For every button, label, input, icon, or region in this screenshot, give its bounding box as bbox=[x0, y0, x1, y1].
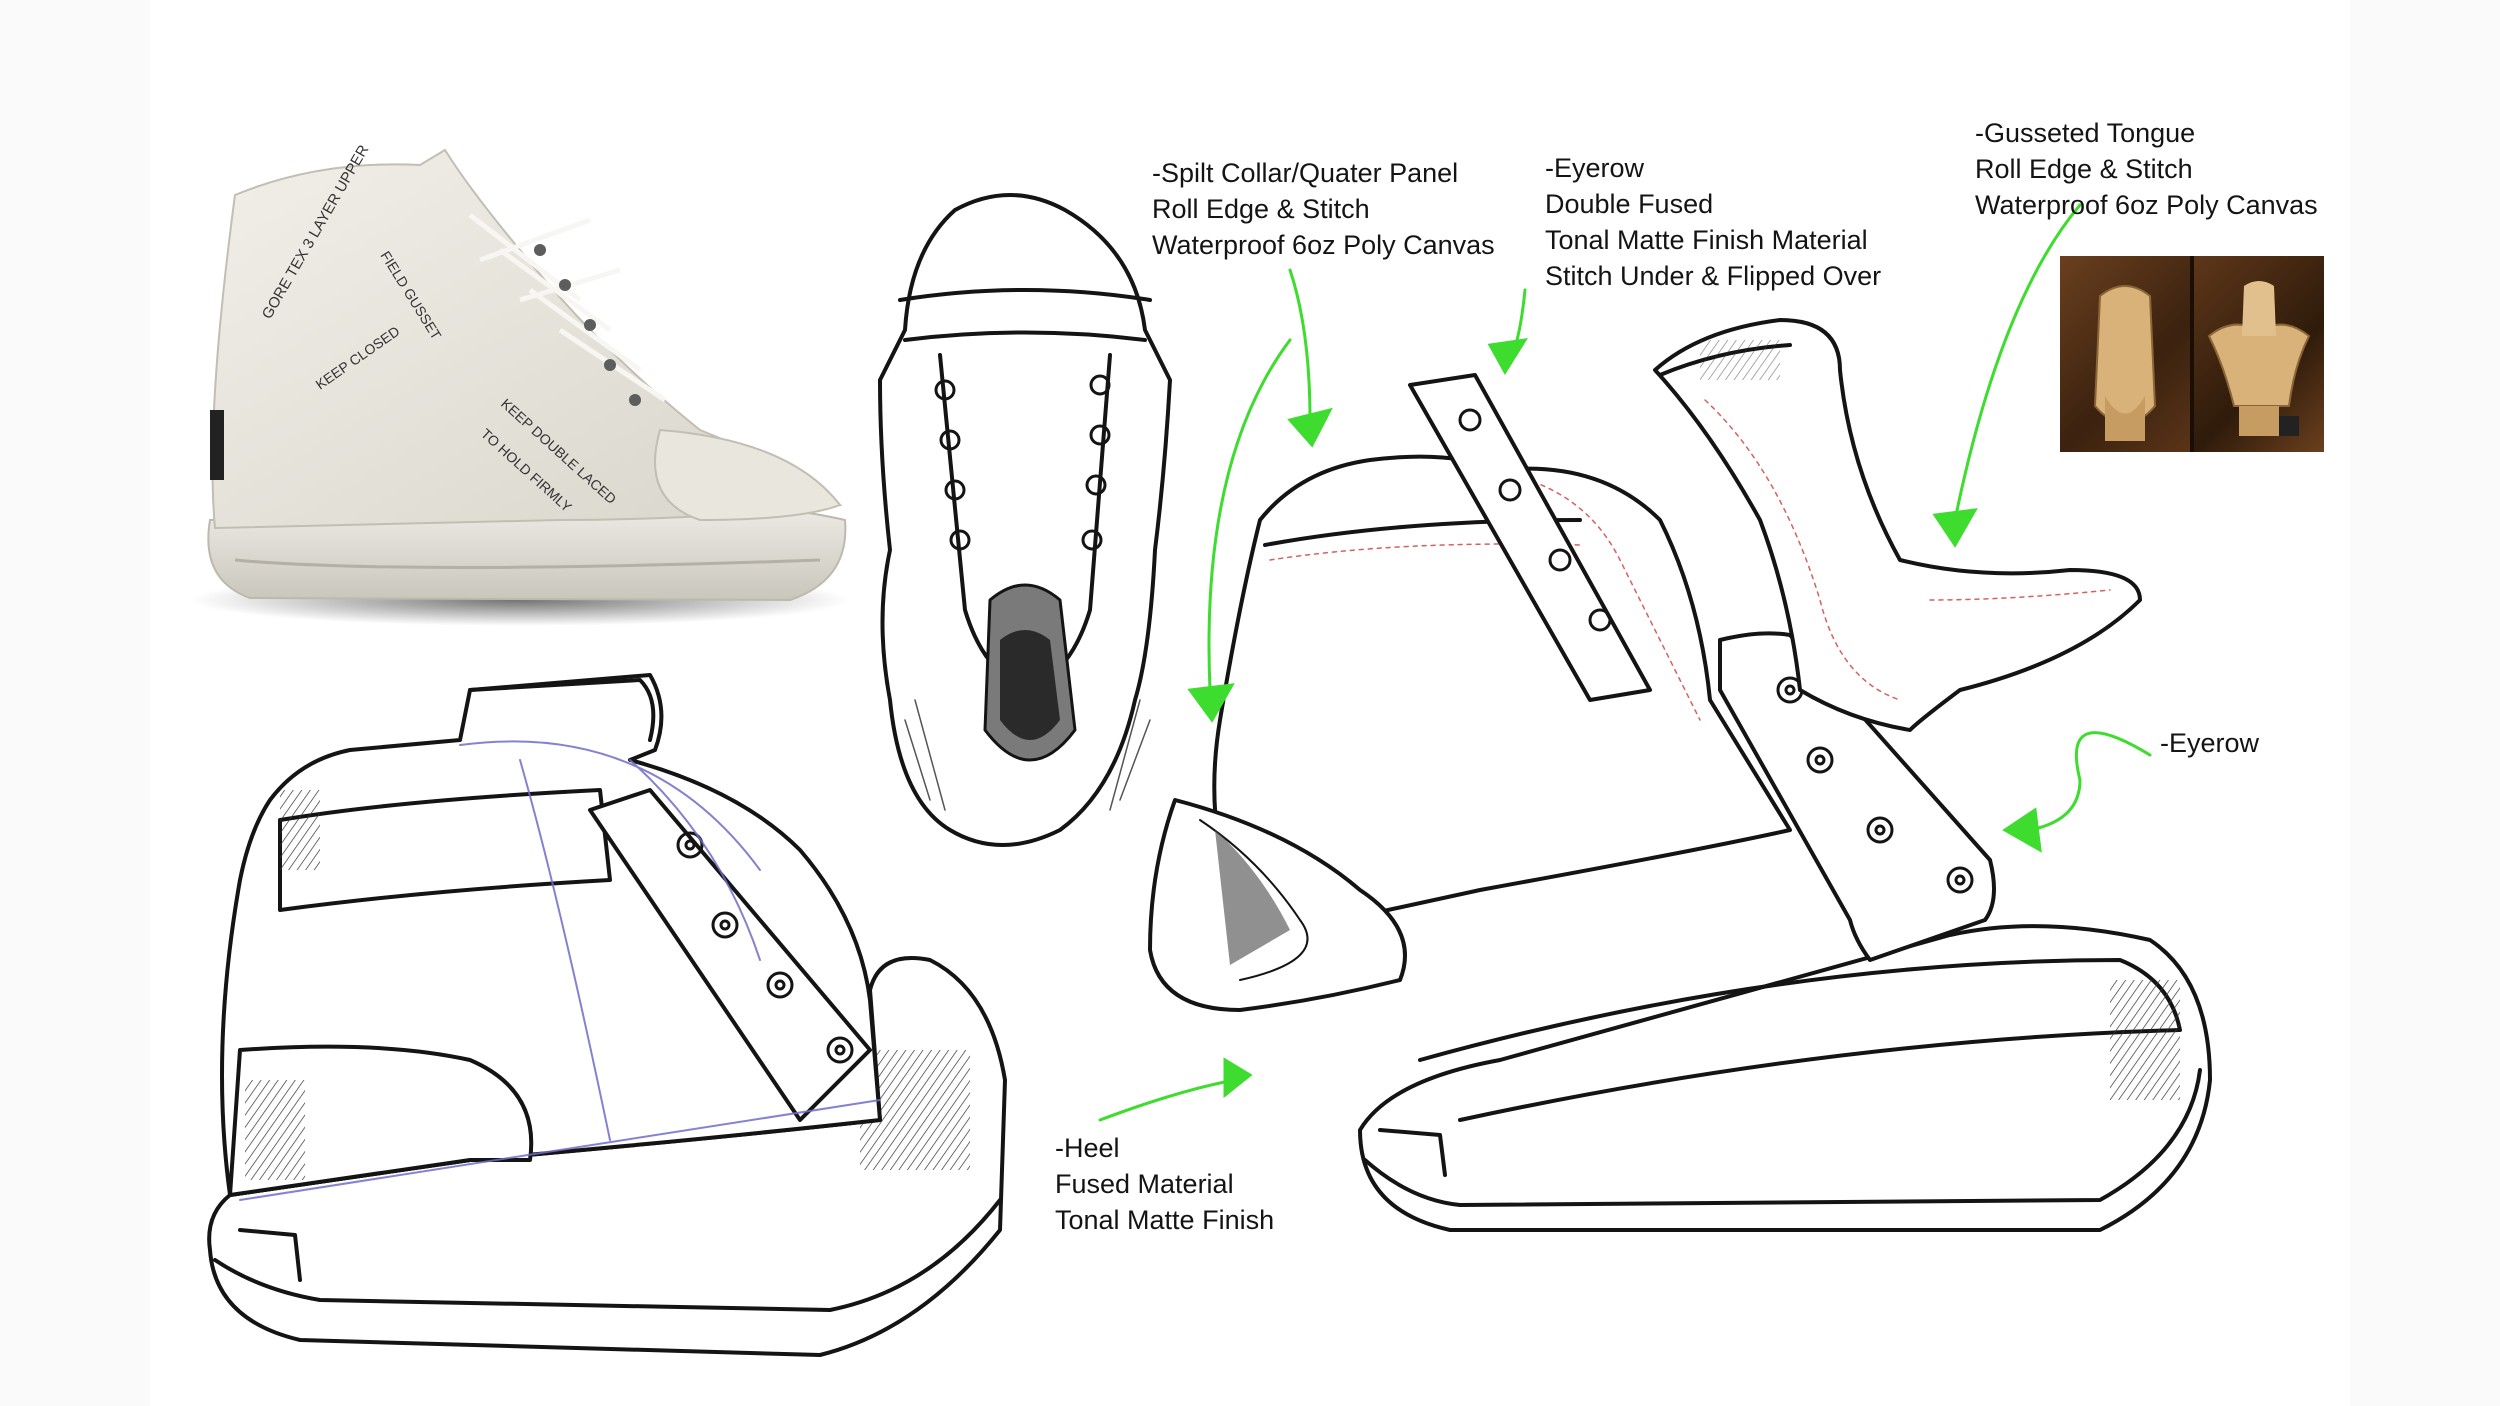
assembled-shoe-sketch bbox=[207, 673, 1007, 1357]
arrow-tongue bbox=[1953, 203, 2082, 522]
arrow-heel bbox=[1098, 1078, 1237, 1122]
callout-eyerow-top-line-2: Double Fused bbox=[1545, 189, 1714, 219]
arrow-collar bbox=[1288, 268, 1312, 422]
callout-heel-line-2: Fused Material bbox=[1055, 1169, 1234, 1199]
tongue-reference-photo bbox=[2060, 256, 2324, 452]
callout-eyerow-side-line-1: -Eyerow bbox=[2160, 728, 2260, 758]
callout-tongue: -Gusseted Tongue Roll Edge & Stitch Wate… bbox=[1975, 115, 2318, 223]
callout-eyerow-side: -Eyerow bbox=[2160, 725, 2259, 761]
exploded-view-sketch bbox=[1148, 318, 2212, 1232]
callout-collar-line-1: -Spilt Collar/Quater Panel bbox=[1152, 158, 1459, 188]
tongue-photo-left bbox=[2060, 256, 2190, 452]
callout-collar-line-2: Roll Edge & Stitch bbox=[1152, 194, 1370, 224]
callout-eyerow-top-line-1: -Eyerow bbox=[1545, 153, 1645, 183]
callout-tongue-line-2: Roll Edge & Stitch bbox=[1975, 154, 2193, 184]
callout-collar-line-3: Waterproof 6oz Poly Canvas bbox=[1152, 230, 1495, 260]
callout-heel-line-1: -Heel bbox=[1055, 1133, 1120, 1163]
arrow-collar-2 bbox=[1207, 338, 1292, 692]
callout-tongue-line-3: Waterproof 6oz Poly Canvas bbox=[1975, 190, 2318, 220]
top-view-sketch bbox=[878, 193, 1172, 847]
callout-collar: -Spilt Collar/Quater Panel Roll Edge & S… bbox=[1152, 155, 1495, 263]
photo-seam bbox=[2190, 256, 2194, 452]
product-photo-shoe: GORE TEX 3 LAYER UPPER FIELD GUSSET KEEP… bbox=[190, 142, 850, 626]
callout-eyerow-top: -Eyerow Double Fused Tonal Matte Finish … bbox=[1545, 150, 1881, 294]
callout-arrows bbox=[1098, 203, 2152, 1122]
callout-eyerow-top-line-3: Tonal Matte Finish Material bbox=[1545, 225, 1868, 255]
tongue-photo-right bbox=[2194, 256, 2324, 452]
callout-heel-line-3: Tonal Matte Finish bbox=[1055, 1205, 1275, 1235]
callout-heel: -Heel Fused Material Tonal Matte Finish bbox=[1055, 1130, 1274, 1238]
arrow-eyerow-side bbox=[2028, 731, 2152, 832]
callout-tongue-line-1: -Gusseted Tongue bbox=[1975, 118, 2196, 148]
callout-eyerow-top-line-4: Stitch Under & Flipped Over bbox=[1545, 261, 1882, 291]
